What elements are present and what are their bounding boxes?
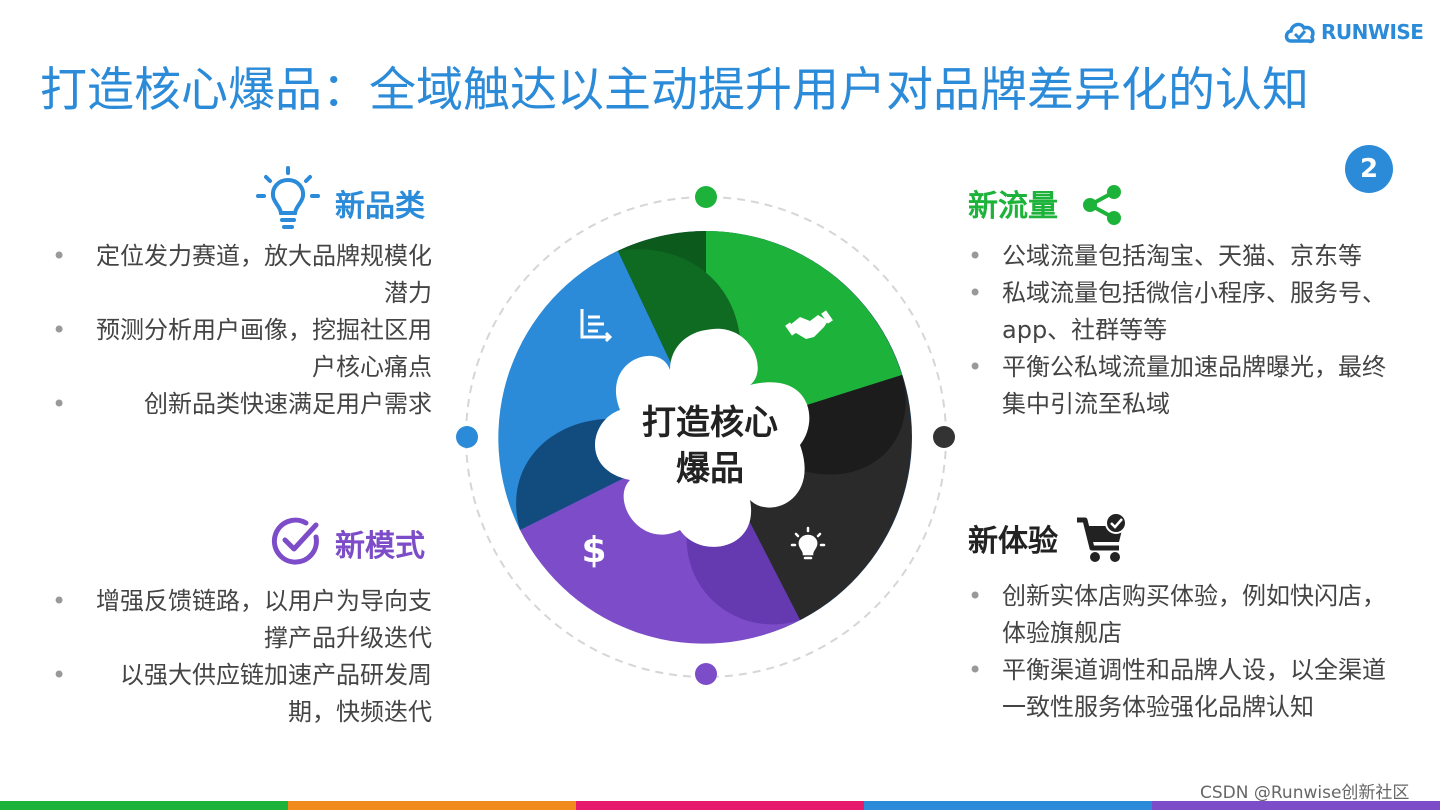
page-title: 打造核心爆品：全域触达以主动提升用户对品牌差异化的认知 (40, 63, 1309, 118)
cloud-logo-icon (1284, 22, 1315, 44)
lightbulb-icon (790, 526, 826, 560)
section-number-badge: 2 (1345, 145, 1393, 193)
list-item: 私域流量包括微信小程序、服务号、app、社群等等 (968, 275, 1398, 349)
list-item: 定位发力赛道，放大品牌规模化潜力 (52, 238, 432, 312)
lightbulb-icon (256, 166, 320, 229)
new-experience-title: 新体验 (968, 524, 1058, 559)
chart-icon (580, 309, 613, 343)
shopping-cart-icon (1077, 512, 1127, 562)
new-traffic-bullets: 公域流量包括淘宝、天猫、京东等 私域流量包括微信小程序、服务号、app、社群等等… (968, 238, 1398, 423)
new-model-title: 新模式 (335, 529, 425, 564)
dollar-icon: $ (581, 530, 606, 571)
handshake-icon (785, 310, 833, 339)
list-item: 创新实体店购买体验，例如快闪店，体验旗舰店 (968, 578, 1398, 652)
center-line-1: 打造核心 (642, 403, 778, 443)
ring-dot-right (933, 426, 955, 448)
center-line-2: 爆品 (676, 449, 744, 489)
new-category-title: 新品类 (335, 189, 425, 224)
logo-text: RUNWISE (1321, 20, 1424, 44)
list-item: 创新品类快速满足用户需求 (52, 386, 432, 423)
ring-dot-left (456, 426, 478, 448)
new-category-bullets: 定位发力赛道，放大品牌规模化潜力 预测分析用户画像，挖掘社区用户核心痛点 创新品… (52, 238, 432, 423)
list-item: 增强反馈链路，以用户为导向支撑产品升级迭代 (52, 583, 432, 657)
core-product-wheel: $ (456, 186, 955, 685)
list-item: 以强大供应链加速产品研发周期，快频迭代 (52, 657, 432, 731)
brand-logo: RUNWISE (1283, 18, 1424, 46)
ring-dot-bottom (695, 663, 717, 685)
watermark: CSDN @Runwise创新社区 (1200, 783, 1410, 803)
center-swirl (595, 328, 810, 547)
bottom-color-bar (0, 801, 1440, 810)
share-icon (1083, 185, 1121, 225)
ring-dot-top (695, 186, 717, 208)
list-item: 公域流量包括淘宝、天猫、京东等 (968, 238, 1398, 275)
check-circle-icon (271, 517, 319, 565)
new-model-bullets: 增强反馈链路，以用户为导向支撑产品升级迭代 以强大供应链加速产品研发周期，快频迭… (52, 583, 432, 731)
wheel-center-label: 打造核心 爆品 (610, 400, 810, 492)
list-item: 预测分析用户画像，挖掘社区用户核心痛点 (52, 312, 432, 386)
list-item: 平衡公私域流量加速品牌曝光，最终集中引流至私域 (968, 349, 1398, 423)
new-experience-bullets: 创新实体店购买体验，例如快闪店，体验旗舰店 平衡渠道调性和品牌人设，以全渠道一致… (968, 578, 1398, 726)
list-item: 平衡渠道调性和品牌人设，以全渠道一致性服务体验强化品牌认知 (968, 652, 1398, 726)
new-traffic-title: 新流量 (968, 189, 1058, 224)
